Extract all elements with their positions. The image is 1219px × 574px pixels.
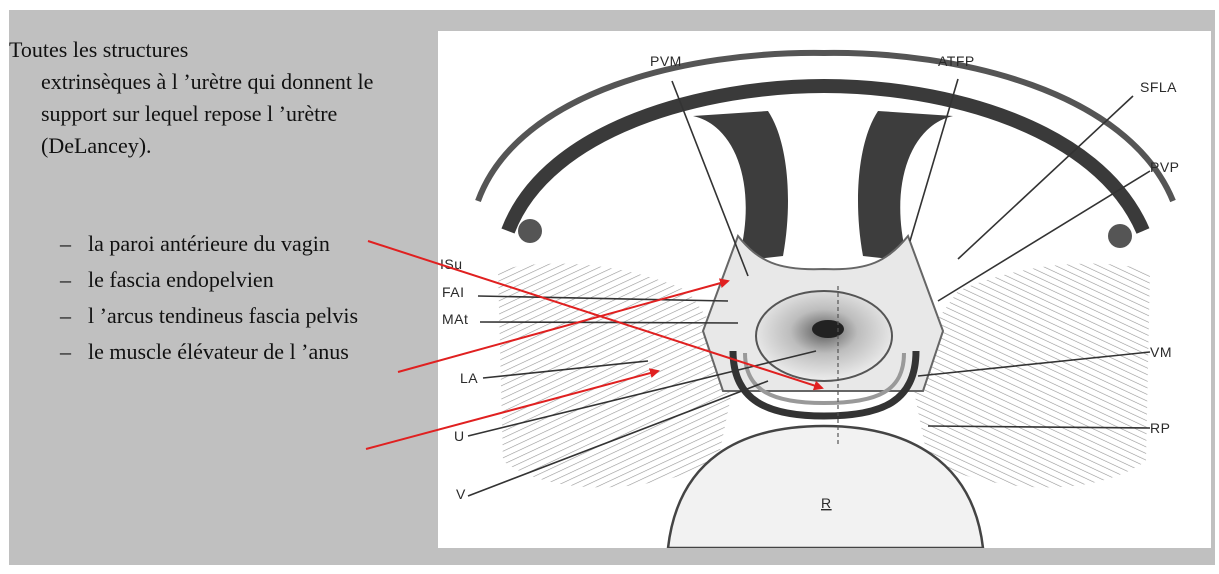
pelvic-arch <box>478 53 1173 201</box>
bullet-dash: – <box>60 337 71 367</box>
right-foramen <box>1108 224 1132 248</box>
pelvic-arch-inner <box>508 86 1143 231</box>
bullet-text: l ’arcus tendineus fascia pelvis <box>88 303 358 328</box>
label-r: R <box>821 495 832 511</box>
bullet-list: – la paroi antérieure du vagin – le fasc… <box>52 229 392 373</box>
label-fai: FAI <box>442 284 465 300</box>
anatomy-figure: PVM ATFP SFLA PVP ISu FAI MAt LA U V VM … <box>438 31 1211 548</box>
label-pvm: PVM <box>650 53 682 69</box>
label-rp: RP <box>1150 420 1170 436</box>
label-v: V <box>456 486 466 502</box>
leader-mat <box>480 322 738 323</box>
bullet-text: le muscle élévateur de l ’anus <box>88 339 349 364</box>
urethral-lumen <box>812 320 844 338</box>
anatomy-drawing: PVM ATFP SFLA PVP ISu FAI MAt LA U V VM … <box>438 31 1211 548</box>
bullet-text: la paroi antérieure du vagin <box>88 231 330 256</box>
label-u: U <box>454 428 465 444</box>
bullet-item-levator-ani: – le muscle élévateur de l ’anus <box>52 337 392 367</box>
bullet-dash: – <box>60 301 71 331</box>
label-atfp: ATFP <box>938 53 975 69</box>
left-foramen <box>518 219 542 243</box>
label-la: LA <box>460 370 478 386</box>
bullet-text: le fascia endopelvien <box>88 267 274 292</box>
label-mat: MAt <box>442 311 468 327</box>
intro-first-line: Toutes les structures <box>9 34 409 66</box>
leader-pvm <box>672 81 748 276</box>
label-pvp: PVP <box>1150 159 1180 175</box>
bullet-dash: – <box>60 229 71 259</box>
bullet-item-arcus-tendineus: – l ’arcus tendineus fascia pelvis <box>52 301 392 331</box>
label-sfla: SFLA <box>1140 79 1177 95</box>
intro-text: Toutes les structures extrinsèques à l ’… <box>9 34 409 162</box>
bullet-item-vaginal-wall: – la paroi antérieure du vagin <box>52 229 392 259</box>
label-vm: VM <box>1150 344 1172 360</box>
bullet-dash: – <box>60 265 71 295</box>
bullet-item-endopelvic-fascia: – le fascia endopelvien <box>52 265 392 295</box>
intro-rest: extrinsèques à l ’urètre qui donnent le … <box>9 66 409 162</box>
label-isu: ISu <box>440 256 463 272</box>
